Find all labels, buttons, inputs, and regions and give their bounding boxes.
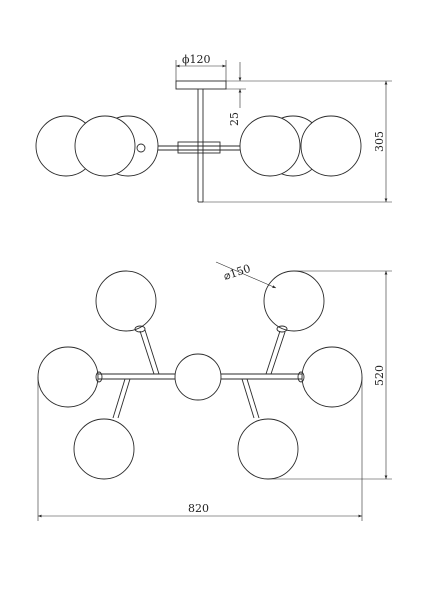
- plan-view: ⌀150 520 820: [37, 261, 392, 521]
- center-hub: [177, 141, 221, 154]
- plan-center-canopy: [174, 353, 222, 401]
- plan-globe-lower-left: [73, 418, 135, 480]
- plan-arm-upper-left: [139, 329, 160, 375]
- plan-globe-upper-left: [95, 270, 157, 332]
- depth-label: 520: [373, 365, 386, 386]
- plan-arm-upper-right: [265, 330, 286, 375]
- side-elevation-view: ϕ120 25 305: [35, 53, 392, 203]
- socket-upper-left: [134, 325, 146, 333]
- canopy-thickness-label: 25: [228, 112, 241, 126]
- socket-upper-right: [276, 325, 288, 333]
- side-globe-right-outer: [300, 115, 362, 177]
- plan-arm-lower-right: [241, 378, 260, 419]
- canopy-diameter-label: ϕ120: [182, 53, 211, 66]
- plan-globe-lower-right: [237, 418, 299, 480]
- globe-diameter-label: ⌀150: [222, 262, 252, 283]
- side-globe-left-front: [74, 115, 136, 177]
- socket-right: [297, 371, 305, 383]
- ceiling-canopy: [175, 80, 227, 90]
- total-height-label: 305: [373, 131, 386, 152]
- width-label: 820: [188, 502, 209, 515]
- side-socket-left: [136, 143, 146, 153]
- dim-globe-leader: [215, 261, 277, 289]
- plan-globe-upper-right: [263, 270, 325, 332]
- plan-globe-left: [37, 346, 99, 408]
- side-globe-right-front: [239, 115, 301, 177]
- socket-left: [95, 371, 103, 383]
- plan-arm-lower-left: [112, 378, 131, 419]
- plan-globe-right: [301, 346, 363, 408]
